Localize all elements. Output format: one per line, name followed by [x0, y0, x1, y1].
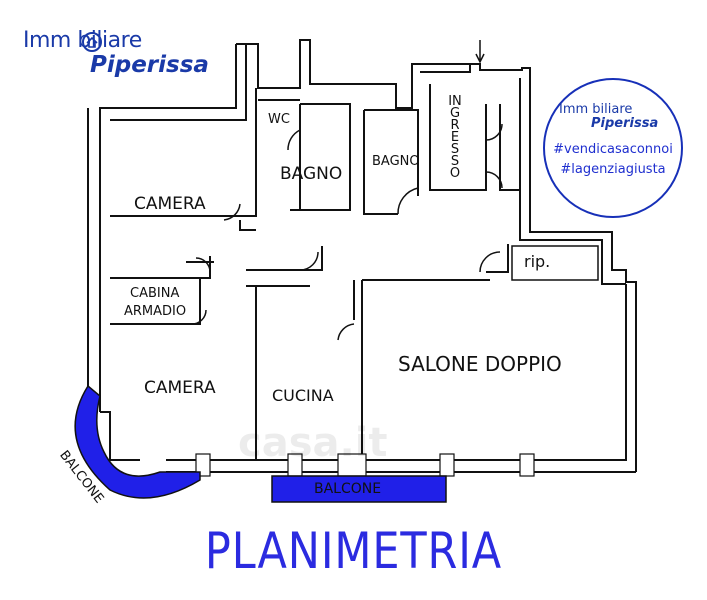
- house-o-icon: [82, 32, 102, 52]
- agency-badge: Imm biliare Piperissa #vendicasaconnoi #…: [543, 78, 683, 218]
- badge-logo-line-1: Imm biliare: [559, 102, 633, 117]
- room-label-cabina: CABINA: [130, 286, 180, 301]
- room-label-rip: rip.: [524, 252, 551, 271]
- badge-logo-line-2: Piperissa: [591, 116, 659, 131]
- badge-hashtag-1: #vendicasaconnoi: [553, 142, 673, 157]
- room-label-ingresso: INGRESSO: [448, 94, 462, 181]
- curved-balcony: [74, 384, 201, 499]
- room-label-cucina: CUCINA: [272, 386, 334, 405]
- room-label-bagno: BAGNO: [280, 164, 343, 184]
- room-label-armadio: ARMADIO: [124, 304, 187, 319]
- watermark: casa.it: [238, 420, 388, 466]
- room-label-camera-top: CAMERA: [134, 194, 206, 214]
- room-label-salone: SALONE DOPPIO: [398, 352, 562, 376]
- room-label-bagno-small: BAGNO: [372, 154, 420, 169]
- logo-line-2: Piperissa: [90, 52, 209, 78]
- room-label-camera-bottom: CAMERA: [144, 378, 216, 398]
- room-label-wc: WC: [268, 112, 290, 127]
- balcony-label-bottom: BALCONE: [314, 481, 382, 497]
- badge-hashtag-2: #lagenziagiusta: [560, 162, 666, 177]
- bottom-balcony: [271, 475, 447, 503]
- agency-logo: Imm biliare Piperissa: [18, 28, 233, 80]
- page-title: PLANIMETRIA: [204, 522, 503, 580]
